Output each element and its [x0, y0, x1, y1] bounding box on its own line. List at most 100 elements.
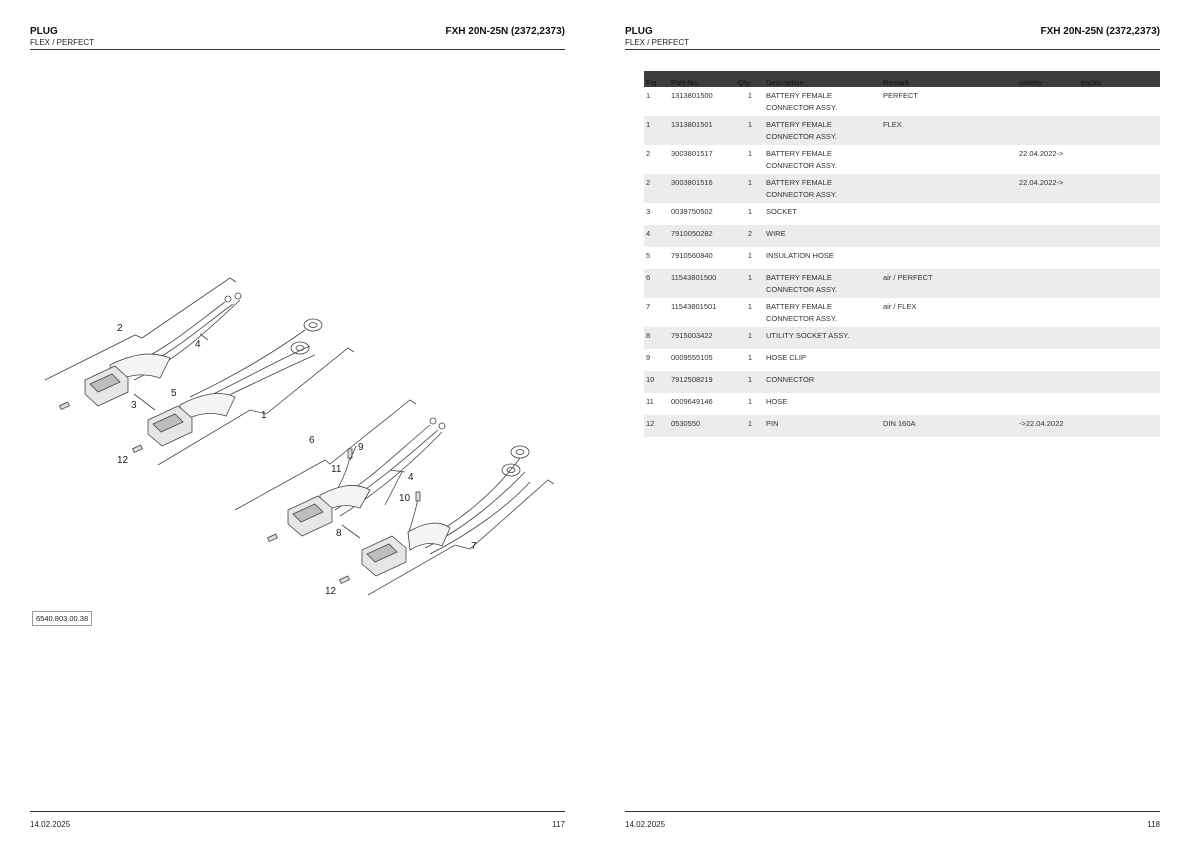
cell-validity	[1017, 371, 1079, 393]
cell-fig: 6	[644, 269, 669, 298]
cell-remark	[881, 225, 1017, 247]
callout-1: 1	[261, 410, 267, 421]
cell-remark: FLEX	[881, 116, 1017, 145]
description-line: UTILITY SOCKET ASSY.	[766, 331, 850, 340]
cell-validity: 22.04.2022->	[1017, 174, 1079, 203]
page-number: 118	[1147, 820, 1160, 829]
cell-trucks	[1079, 269, 1160, 298]
cell-validity	[1017, 247, 1079, 269]
cell-description: SOCKET	[764, 203, 881, 225]
cell-trucks	[1079, 349, 1160, 371]
cell-description: BATTERY FEMALE CONNECTOR ASSY.	[764, 269, 881, 298]
cell-trucks	[1079, 87, 1160, 116]
description-line: BATTERY FEMALE	[766, 273, 832, 282]
cell-qty: 1	[736, 327, 764, 349]
cell-trucks	[1079, 371, 1160, 393]
cell-qty: 1	[736, 371, 764, 393]
cell-part-no: 0530550	[669, 415, 736, 437]
cell-fig: 1	[646, 91, 651, 100]
description-line: BATTERY FEMALE	[766, 91, 832, 100]
cell-remark	[881, 371, 1017, 393]
callout-11: 11	[331, 464, 342, 475]
column-header-qty: Qty.	[736, 71, 764, 87]
page-title: PLUG	[625, 26, 653, 37]
cell-qty: 1	[736, 415, 764, 437]
cell-part-no: 7910050282	[669, 225, 736, 247]
cell-qty: 1	[747, 302, 753, 311]
footer-date: 14.02.2025	[30, 820, 71, 829]
cell-fig: 10	[644, 371, 669, 393]
cell-validity	[1017, 225, 1079, 247]
cell-fig: 2	[644, 174, 669, 203]
cell-part-no: 0009649146	[671, 397, 713, 406]
cell-trucks	[1079, 415, 1160, 437]
cell-validity: 22.04.2022->	[1019, 149, 1064, 158]
cell-description: CONNECTOR	[764, 371, 881, 393]
callout-5: 5	[171, 388, 177, 399]
callout-10: 10	[399, 493, 411, 504]
cell-remark: air / PERFECT	[881, 269, 1017, 298]
column-header-fig: Fig	[644, 71, 669, 87]
cell-description: INSULATION HOSE	[764, 247, 881, 269]
cell-part-no: 1313801501	[669, 116, 736, 145]
description-line: BATTERY FEMALE	[766, 120, 832, 129]
cell-validity	[1017, 393, 1079, 415]
page-number: 117	[552, 820, 565, 829]
cell-part-no: 11543801501	[671, 302, 717, 311]
cell-fig: 1	[644, 116, 669, 145]
cell-description: HOSE	[764, 393, 881, 415]
page-subtitle: FLEX / PERFECT	[30, 38, 95, 47]
cell-trucks	[1079, 393, 1160, 415]
cell-fig: 11	[646, 397, 654, 406]
cell-fig: 7	[646, 302, 651, 311]
callout-8: 8	[336, 528, 342, 539]
cell-description: UTILITY SOCKET ASSY.	[764, 327, 881, 349]
cell-fig: 5	[646, 251, 651, 260]
column-header-trucks: trucks	[1079, 71, 1160, 87]
cell-qty: 1	[747, 251, 753, 260]
description-line: CONNECTOR ASSY.	[766, 285, 837, 294]
cell-qty: 1	[747, 149, 753, 158]
page-header: PLUG FLEX / PERFECT FXH 20N-25N (2372,23…	[625, 26, 1160, 50]
cell-qty: 1	[747, 397, 753, 406]
callout-12: 12	[117, 455, 129, 466]
callout-12b: 12	[325, 586, 337, 597]
description-line: CONNECTOR ASSY.	[766, 132, 837, 141]
cell-part-no: 3003801516	[669, 174, 736, 203]
cell-qty: 1	[747, 91, 753, 100]
cell-fig: 8	[644, 327, 669, 349]
cell-trucks	[1079, 225, 1160, 247]
cell-qty: 1	[736, 174, 764, 203]
callout-6: 6	[309, 435, 315, 446]
cell-remark	[881, 145, 1017, 174]
cell-part-no: 7910560840	[671, 251, 713, 260]
cell-fig: 9	[646, 353, 651, 362]
description-line: CONNECTOR ASSY.	[766, 161, 837, 170]
cell-validity: ->22.04.2022	[1017, 415, 1079, 437]
cell-part-no: 3003801517	[671, 149, 713, 158]
cell-part-no: 7912508219	[669, 371, 736, 393]
cell-remark: PERFECT	[883, 91, 919, 100]
description-line: BATTERY FEMALE	[766, 149, 832, 158]
cell-description: BATTERY FEMALE CONNECTOR ASSY.	[764, 116, 881, 145]
cell-trucks	[1079, 203, 1160, 225]
parts-drawing-svg: 2 4 5 3 1 12 6 9 11 4 10 8 7 12	[44, 277, 555, 597]
page-subtitle: FLEX / PERFECT	[625, 38, 690, 47]
cell-validity	[1017, 349, 1079, 371]
right-page: PLUG FLEX / PERFECT FXH 20N-25N (2372,23…	[595, 0, 1190, 842]
cell-description: HOSE CLIP	[764, 349, 881, 371]
cell-part-no: 11543801500	[669, 269, 736, 298]
exploded-parts-drawing: 2 4 5 3 1 12 6 9 11 4 10 8 7 12	[30, 260, 570, 605]
page-footer: 14.02.2025 118	[625, 811, 1160, 829]
callout-9: 9	[358, 442, 364, 453]
page-footer: 14.02.2025 117	[30, 811, 565, 829]
